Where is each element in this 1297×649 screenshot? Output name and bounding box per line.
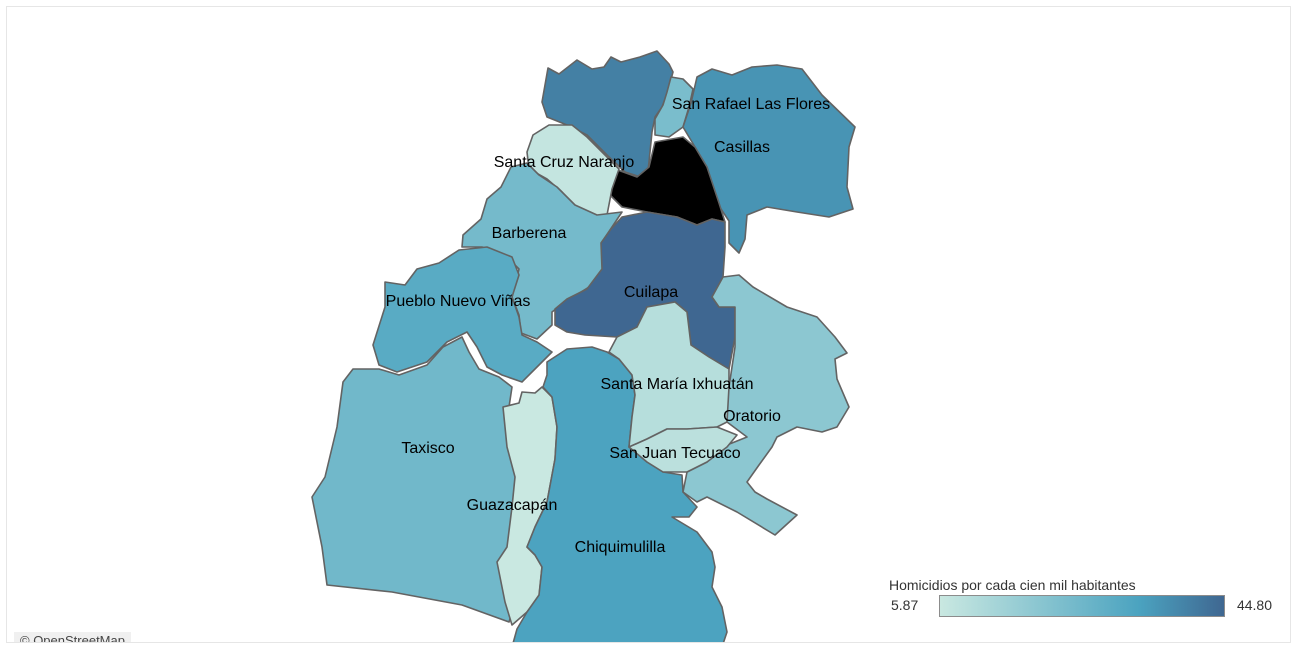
label-cuilapa: Cuilapa [624, 284, 678, 301]
color-legend: Homicidios por cada cien mil habitantes … [879, 572, 1279, 628]
municipality-san-rafael-las-flores[interactable] [654, 76, 694, 138]
label-santa-cruz-naranjo: Santa Cruz Naranjo [494, 154, 635, 171]
label-taxisco: Taxisco [401, 440, 454, 457]
label-san-juan-tecuaco: San Juan Tecuaco [609, 445, 740, 462]
label-santa-maria-ixhuatan: Santa María Ixhuatán [601, 376, 754, 393]
choropleth-map[interactable]: San Rafael Las Flores Casillas Santa Cru… [7, 7, 1291, 643]
label-san-rafael-las-flores: San Rafael Las Flores [672, 96, 830, 113]
label-pueblo-nuevo-vinas: Pueblo Nuevo Viñas [386, 293, 531, 310]
label-chiquimulilla: Chiquimulilla [575, 539, 666, 556]
label-casillas: Casillas [714, 139, 770, 156]
label-guazacapan: Guazacapán [467, 497, 558, 514]
municipality-barberena[interactable] [461, 162, 623, 340]
map-viewport[interactable]: San Rafael Las Flores Casillas Santa Cru… [6, 6, 1291, 643]
municipality-taxisco[interactable] [311, 336, 520, 623]
legend-gradient-bar [939, 595, 1225, 617]
legend-title: Homicidios por cada cien mil habitantes [889, 577, 1136, 593]
municipality-pueblo-nuevo-vinas[interactable] [372, 246, 553, 383]
legend-min-label: 5.87 [891, 597, 919, 613]
osm-attribution[interactable]: © OpenStreetMap [14, 632, 131, 642]
municipality-oratorio[interactable] [682, 274, 850, 536]
legend-max-label: 44.80 [1236, 597, 1272, 613]
label-barberena: Barberena [492, 225, 567, 242]
label-oratorio: Oratorio [723, 408, 781, 425]
municipality-san-juan-tecuaco[interactable] [628, 426, 738, 473]
